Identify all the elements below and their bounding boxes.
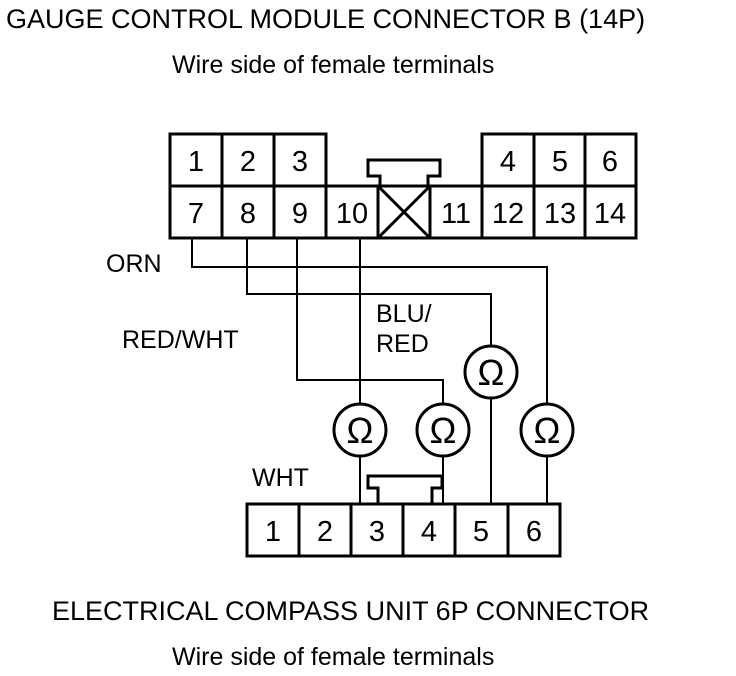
connector-b-pin: 6	[602, 146, 618, 178]
connector-b-pin: 2	[240, 146, 256, 178]
ohmmeter: Ω	[463, 344, 519, 400]
connector-b-pin: 14	[594, 198, 626, 230]
compass-connector-pin: 3	[369, 516, 385, 548]
connector-b-center-block	[324, 184, 484, 240]
ohm-icon: Ω	[430, 410, 457, 451]
wire-label-wht: WHT	[252, 464, 309, 492]
compass-connector-pin: 5	[473, 516, 489, 548]
header-subtitle: Wire side of female terminals	[172, 51, 494, 79]
wire-orn	[191, 238, 548, 404]
connector-b-pin: 9	[292, 198, 308, 230]
footer-title: ELECTRICAL COMPASS UNIT 6P CONNECTOR	[52, 596, 649, 626]
wire-red-wht	[296, 238, 444, 404]
connector-b-lock-tab	[366, 158, 442, 186]
connector-b-pin: 7	[188, 198, 204, 230]
wire-blu-red	[246, 238, 492, 346]
ohmmeter: Ω	[332, 402, 388, 458]
ohmmeter: Ω	[519, 402, 575, 458]
ohmmeter: Ω	[415, 402, 471, 458]
wire-label-blu-red: BLU/	[376, 300, 432, 328]
connector-b-pin: 11	[441, 198, 471, 230]
connector-b-pin: 5	[552, 146, 568, 178]
connector-b-pin: 4	[500, 146, 516, 178]
connector-b-pin: 13	[544, 198, 576, 230]
compass-connector-pin: 2	[317, 516, 333, 548]
connector-b-pin: 10	[336, 198, 368, 230]
ohm-icon: Ω	[347, 410, 374, 451]
connector-b-pin: 3	[292, 146, 308, 178]
ohm-icon: Ω	[478, 352, 505, 393]
wire-label-orn: ORN	[106, 250, 162, 278]
connector-b-pin: 8	[240, 198, 256, 230]
ohm-icon: Ω	[534, 410, 561, 451]
wire-label-red-wht: RED/WHT	[122, 326, 239, 354]
compass-connector-pin: 6	[526, 516, 542, 548]
connector-b-pin: 12	[492, 198, 524, 230]
wire-label-blu-red: RED	[376, 330, 429, 358]
connector-b-pin: 1	[188, 146, 204, 178]
header-title: GAUGE CONTROL MODULE CONNECTOR B (14P)	[6, 4, 645, 34]
connector-b-14p: 1 2 3 4 5 6 7 8 9 10 11 12 13 14	[168, 132, 638, 240]
compass-connector-pin: 4	[421, 516, 437, 548]
compass-connector-lock-tab	[366, 474, 444, 504]
compass-connector-pin: 1	[265, 516, 281, 548]
connector-b-empty-cavity	[376, 184, 432, 240]
compass-connector-6p: 1 2 3 4 5 6	[245, 474, 562, 558]
footer-subtitle: Wire side of female terminals	[172, 643, 494, 671]
wires	[191, 238, 548, 504]
